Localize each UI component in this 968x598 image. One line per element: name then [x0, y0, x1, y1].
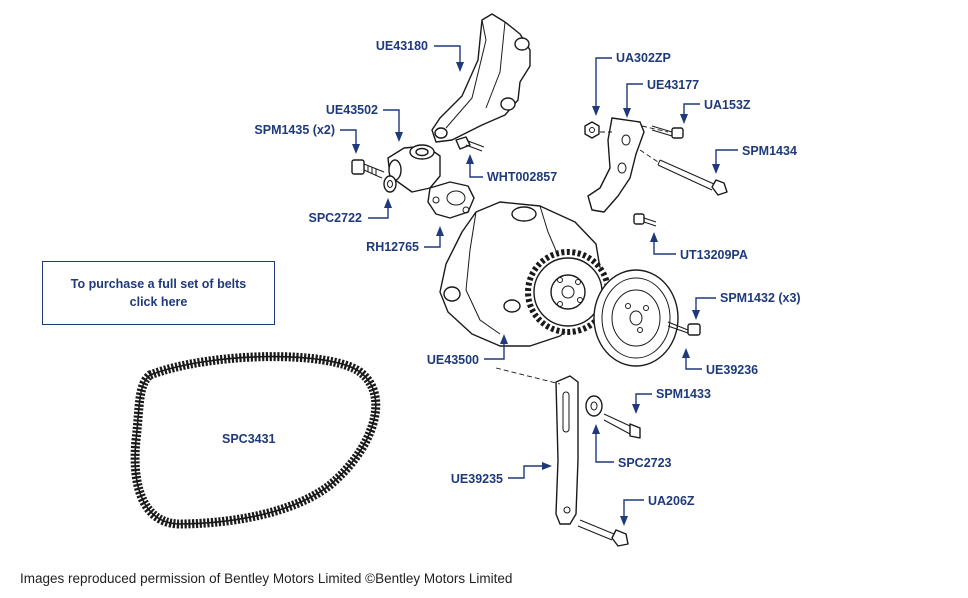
assembly-line: [495, 367, 561, 385]
label-ue43180: UE43180: [376, 39, 428, 53]
washer-spc2722[interactable]: [383, 175, 397, 193]
banjo-adapter[interactable]: [387, 144, 441, 193]
label-spm1433: SPM1433: [656, 387, 711, 401]
label-ua206z: UA206Z: [648, 494, 695, 508]
label-ue39236: UE39236: [706, 363, 758, 377]
bolt-ut13209pa[interactable]: [633, 213, 657, 227]
purchase-line-2: click here: [129, 295, 188, 309]
label-spm1434: SPM1434: [742, 144, 797, 158]
label-spc2723: SPC2723: [618, 456, 672, 470]
bolt-ua153z[interactable]: [651, 125, 684, 139]
label-spc2722: SPC2722: [308, 211, 362, 225]
leader-lines: [340, 45, 738, 526]
label-ue43500: UE43500: [427, 353, 479, 367]
support-bracket[interactable]: [587, 117, 645, 213]
label-spc3431: SPC3431: [222, 432, 276, 446]
label-wht002857: WHT002857: [487, 170, 557, 184]
label-ue43502: UE43502: [326, 103, 378, 117]
bolt-wht002857[interactable]: [455, 136, 485, 152]
bolt-spm1432[interactable]: [667, 321, 701, 336]
screw-spm1435[interactable]: [351, 159, 385, 179]
purchase-belts-link[interactable]: To purchase a full set of belts click he…: [42, 261, 275, 325]
purchase-line-1: To purchase a full set of belts: [70, 277, 247, 291]
assembly-line: [639, 149, 659, 163]
washer-spc2723[interactable]: [585, 395, 603, 417]
assembly-line: [641, 125, 669, 133]
label-ua302zp: UA302ZP: [616, 51, 671, 65]
pump-body[interactable]: [439, 201, 611, 347]
label-ut13209pa: UT13209PA: [680, 248, 748, 262]
drive-belt[interactable]: [130, 352, 381, 529]
label-ua153z: UA153Z: [704, 98, 751, 112]
label-ue43177: UE43177: [647, 78, 699, 92]
gasket-rh12765[interactable]: [427, 181, 475, 219]
bolt-ua206z[interactable]: [577, 519, 629, 547]
pulley[interactable]: [593, 269, 679, 367]
label-ue39235: UE39235: [451, 472, 503, 486]
bolt-spm1434[interactable]: [657, 159, 728, 196]
nut-ua302zp[interactable]: [584, 121, 600, 139]
label-spm1435: SPM1435 (x2): [254, 123, 335, 137]
copyright-notice: Images reproduced permission of Bentley …: [20, 571, 513, 586]
upper-bracket[interactable]: [431, 13, 531, 143]
label-spm1432: SPM1432 (x3): [720, 291, 801, 305]
adjusting-link[interactable]: [555, 375, 579, 525]
label-rh12765: RH12765: [366, 240, 419, 254]
bolt-spm1433[interactable]: [603, 413, 641, 439]
